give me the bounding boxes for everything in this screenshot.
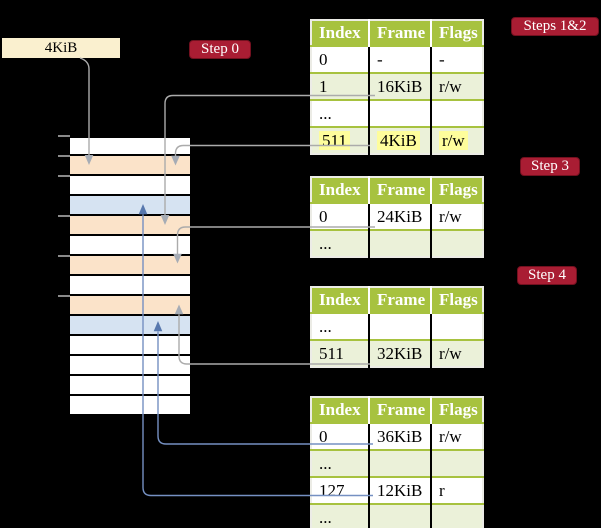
memory-frame-row-16kib bbox=[70, 216, 190, 236]
table-cell bbox=[431, 449, 483, 477]
table-cell: r/w bbox=[431, 422, 483, 450]
memory-tick bbox=[58, 295, 70, 297]
step-4-badge: Step 4 bbox=[517, 266, 577, 285]
table-cell: r bbox=[431, 476, 483, 504]
table-cell: 0 bbox=[311, 45, 370, 73]
table-cell: r/w bbox=[431, 126, 483, 154]
table-cell: 36KiB bbox=[369, 422, 432, 450]
table-cell: 127 bbox=[311, 476, 370, 504]
table-cell bbox=[431, 229, 483, 257]
page-table-steps-1-2-row-...: ... bbox=[311, 99, 483, 127]
page-table-steps-1-2-row-511: 511 4KiB r/w bbox=[311, 126, 483, 154]
memory-frame-row-44kib bbox=[70, 356, 190, 376]
memory-frame-row-0kib bbox=[70, 136, 190, 156]
steps-1-2-badge: Steps 1&2 bbox=[511, 17, 599, 36]
table-cell bbox=[431, 503, 483, 528]
page-table-steps-1-2-row-0: 0-- bbox=[311, 45, 483, 73]
table-cell: r/w bbox=[431, 339, 483, 367]
page-table-step-3-row-...: ... bbox=[311, 229, 483, 257]
step-0-badge: Step 0 bbox=[189, 40, 251, 59]
table-cell: ... bbox=[311, 449, 370, 477]
page-table-steps-1-2-header-flags: Flags bbox=[431, 20, 483, 46]
table-cell: 24KiB bbox=[369, 202, 432, 230]
frame-size-label: 4KiB bbox=[2, 38, 120, 58]
memory-tick bbox=[58, 255, 70, 257]
memory-tick bbox=[58, 175, 70, 177]
highlighted-value: 511 bbox=[319, 130, 350, 150]
memory-frame-row-28kib bbox=[70, 276, 190, 296]
table-cell bbox=[369, 503, 432, 528]
page-table-steps-1-2-header-frame: Frame bbox=[369, 20, 432, 46]
table-cell bbox=[369, 99, 432, 127]
memory-frame-row-36kib bbox=[70, 316, 190, 336]
table-cell: ... bbox=[311, 312, 370, 340]
highlighted-value: r/w bbox=[439, 130, 468, 150]
table-cell: 1 bbox=[311, 72, 370, 100]
table-cell: r/w bbox=[431, 202, 483, 230]
memory-frame-row-24kib bbox=[70, 256, 190, 276]
page-table-step-3-header-frame: Frame bbox=[369, 177, 432, 203]
memory-frame-row-48kib bbox=[70, 376, 190, 396]
table-cell: 0 bbox=[311, 422, 370, 450]
table-cell: 511 bbox=[311, 126, 370, 154]
table-cell: 0 bbox=[311, 202, 370, 230]
table-cell bbox=[431, 312, 483, 340]
page-table-steps-1-2-header-index: Index bbox=[311, 20, 370, 46]
table-cell: 12KiB bbox=[369, 476, 432, 504]
table-cell: 32KiB bbox=[369, 339, 432, 367]
table-cell: 16KiB bbox=[369, 72, 432, 100]
table-cell: r/w bbox=[431, 72, 483, 100]
page-table-final-header-frame: Frame bbox=[369, 397, 432, 423]
memory-frame-row-52kib bbox=[70, 396, 190, 416]
memory-tick bbox=[58, 155, 70, 157]
table-cell: ... bbox=[311, 229, 370, 257]
memory-frame-row-40kib bbox=[70, 336, 190, 356]
page-table-step-4-header-flags: Flags bbox=[431, 287, 483, 313]
table-cell: - bbox=[431, 45, 483, 73]
page-table-step-4-row-...: ... bbox=[311, 312, 483, 340]
memory-tick bbox=[58, 135, 70, 137]
page-table-final-row-...: ... bbox=[311, 449, 483, 477]
memory-frame-row-32kib bbox=[70, 296, 190, 316]
page-table-step-3-header-flags: Flags bbox=[431, 177, 483, 203]
memory-frame-row-12kib bbox=[70, 196, 190, 216]
table-cell: 511 bbox=[311, 339, 370, 367]
table-cell: - bbox=[369, 45, 432, 73]
page-table-final-header-index: Index bbox=[311, 397, 370, 423]
memory-tick bbox=[58, 215, 70, 217]
table-cell: ... bbox=[311, 99, 370, 127]
page-table-final-header-flags: Flags bbox=[431, 397, 483, 423]
memory-frame-row-20kib bbox=[70, 236, 190, 256]
physical-memory-column bbox=[70, 136, 190, 416]
table-cell: ... bbox=[311, 503, 370, 528]
table-cell: 4KiB bbox=[369, 126, 432, 154]
table-cell bbox=[369, 229, 432, 257]
memory-frame-row-4kib bbox=[70, 156, 190, 176]
highlighted-value: 4KiB bbox=[377, 130, 420, 150]
step-3-badge: Step 3 bbox=[520, 157, 580, 176]
page-table-step-4-header-index: Index bbox=[311, 287, 370, 313]
table-cell bbox=[431, 99, 483, 127]
memory-frame-row-8kib bbox=[70, 176, 190, 196]
page-table-step-4-header-frame: Frame bbox=[369, 287, 432, 313]
page-table-step-3-header-index: Index bbox=[311, 177, 370, 203]
table-cell bbox=[369, 312, 432, 340]
table-cell bbox=[369, 449, 432, 477]
page-table-final-row-...: ... bbox=[311, 503, 483, 528]
